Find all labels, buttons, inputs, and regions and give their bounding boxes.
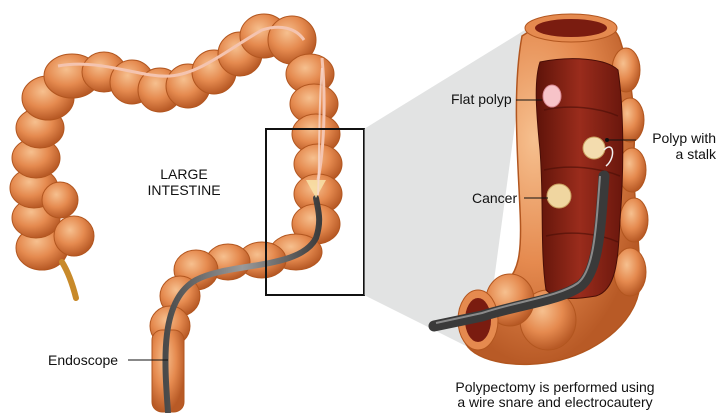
polyp-stalk-label-line2: a stalk [636, 146, 716, 162]
large-intestine-label-line1: LARGE [124, 166, 244, 182]
large-intestine-label: LARGE INTESTINE [124, 166, 244, 198]
caption-line1: Polypectomy is performed using [414, 380, 696, 395]
polyp-stalk-label-line1: Polyp with [636, 130, 716, 146]
caption-line2: a wire snare and electrocautery [414, 395, 696, 410]
caption: Polypectomy is performed using a wire sn… [414, 380, 696, 410]
stalked-polyp [583, 137, 605, 159]
polyp-stalk-label: Polyp with a stalk [636, 130, 716, 162]
endoscope-label: Endoscope [48, 352, 118, 368]
large-intestine-label-line2: INTESTINE [124, 182, 244, 198]
cancer-label: Cancer [472, 190, 517, 206]
cancer-lesion [547, 184, 571, 208]
flat-polyp [543, 85, 561, 107]
appendix [62, 262, 76, 298]
flat-polyp-label: Flat polyp [451, 91, 512, 107]
